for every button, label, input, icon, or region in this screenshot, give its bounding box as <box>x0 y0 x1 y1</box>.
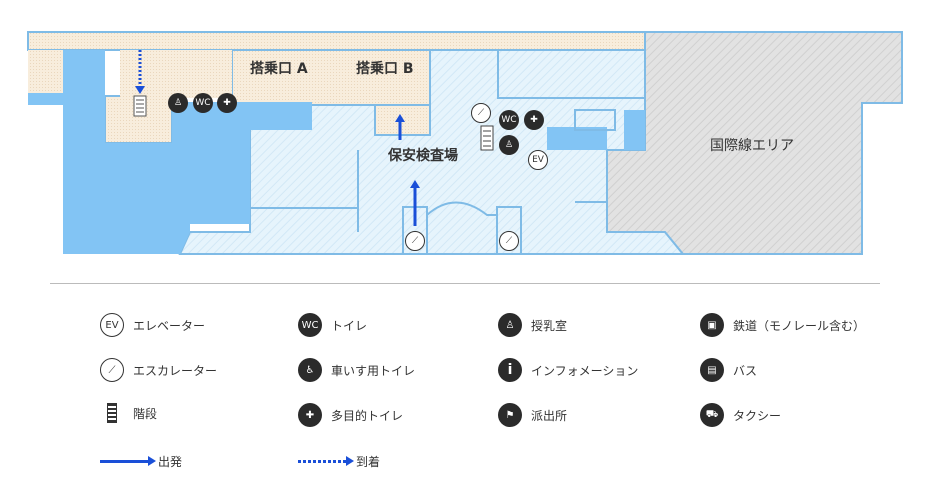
legend-label: エレベーター <box>133 318 206 333</box>
wheelchair-icon: ♿ <box>298 358 322 382</box>
information-icon: i <box>498 358 522 382</box>
floor-map <box>27 31 903 255</box>
legend-departure: 出発 <box>100 453 182 470</box>
escalator-icon[interactable]: ⟋ <box>405 231 425 251</box>
multipurpose-toilet-icon[interactable]: ✚ <box>217 93 237 113</box>
legend-escalator: ⟋ エスカレーター <box>100 358 217 382</box>
departure-arrow-icon <box>100 456 156 466</box>
legend-multipurpose-toilet: ✚ 多目的トイレ <box>298 403 403 427</box>
legend-label: 授乳室 <box>531 318 568 333</box>
bus-icon: ▤ <box>700 358 724 382</box>
legend-police-box: ⚑ 派出所 <box>498 403 567 427</box>
legend-elevator: EV エレベーター <box>100 313 205 337</box>
escalator-icon[interactable]: ⟋ <box>471 103 491 123</box>
elevator-icon[interactable]: EV <box>528 150 548 170</box>
train-icon: ▣ <box>700 313 724 337</box>
stairs-icon <box>133 95 147 117</box>
legend-train: ▣ 鉄道（モノレール含む） <box>700 313 865 337</box>
arrival-arrow-icon <box>298 456 354 466</box>
international-area <box>606 31 903 255</box>
departure-arrows <box>395 114 420 226</box>
legend-taxi: ⛟ タクシー <box>700 403 781 427</box>
legend-toilet: WC トイレ <box>298 313 367 337</box>
legend-nursing-room: ♙ 授乳室 <box>498 313 567 337</box>
international-area-label: 国際線エリア <box>710 138 794 154</box>
nursing-room-icon[interactable]: ♙ <box>499 135 519 155</box>
legend-label: 到着 <box>356 455 381 469</box>
gate-b-label: 搭乗口 B <box>356 61 414 77</box>
gate-a-label: 搭乗口 A <box>250 61 308 77</box>
escalator-icon: ⟋ <box>100 358 124 382</box>
toilet-icon[interactable]: WC <box>499 110 519 130</box>
legend-label: 派出所 <box>531 408 568 423</box>
legend-label: 階段 <box>133 406 158 421</box>
security-label: 保安検査場 <box>388 148 458 164</box>
legend-label: トイレ <box>331 318 368 333</box>
toilet-icon: WC <box>298 313 322 337</box>
nursing-room-icon: ♙ <box>498 313 522 337</box>
multipurpose-toilet-icon[interactable]: ✚ <box>524 110 544 130</box>
legend-label: バス <box>733 363 758 378</box>
multipurpose-toilet-icon: ✚ <box>298 403 322 427</box>
stairs-icon <box>480 125 494 151</box>
legend-label: エスカレーター <box>133 363 218 378</box>
stairs-icon <box>107 403 117 423</box>
arrival-arrow <box>135 50 145 94</box>
police-box-icon: ⚑ <box>498 403 522 427</box>
legend-label: 多目的トイレ <box>331 408 404 423</box>
legend-label: タクシー <box>733 408 782 423</box>
elevator-icon: EV <box>100 313 124 337</box>
legend-label: 出発 <box>158 455 183 469</box>
legend-label: 鉄道（モノレール含む） <box>733 318 866 333</box>
legend-label: インフォメーション <box>531 363 639 378</box>
divider <box>50 283 880 284</box>
legend-information: i インフォメーション <box>498 358 638 382</box>
legend-label: 車いす用トイレ <box>331 363 416 378</box>
gate-area <box>231 49 431 106</box>
toilet-icon[interactable]: WC <box>193 93 213 113</box>
nursing-room-icon[interactable]: ♙ <box>168 93 188 113</box>
legend-wheelchair: ♿ 車いす用トイレ <box>298 358 415 382</box>
escalator-icon[interactable]: ⟋ <box>499 231 519 251</box>
taxi-icon: ⛟ <box>700 403 724 427</box>
legend-bus: ▤ バス <box>700 358 757 382</box>
legend-arrival: 到着 <box>298 453 380 470</box>
legend-stairs: 階段 <box>100 403 157 423</box>
